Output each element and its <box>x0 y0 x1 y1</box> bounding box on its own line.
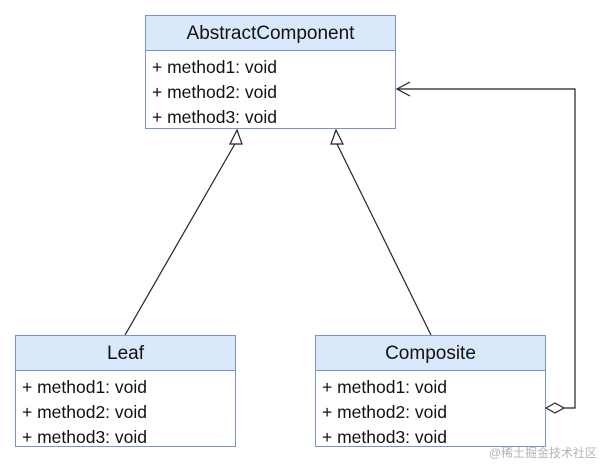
composite-class: Composite + method1: void + method2: voi… <box>315 335 546 447</box>
abstract-component-members: + method1: void + method2: void + method… <box>146 51 395 130</box>
leaf-generalization-arrowhead <box>229 128 243 145</box>
leaf-generalization-line <box>124 141 237 336</box>
leaf-method1: + method1: void <box>22 377 148 397</box>
watermark: @稀土掘金技术社区 <box>488 446 597 460</box>
abstract-component-method3: + method3: void <box>152 107 278 127</box>
composite-method2: + method2: void <box>322 402 448 422</box>
abstract-component-method1: + method1: void <box>152 57 278 77</box>
composite-method1: + method1: void <box>322 377 448 397</box>
aggregation-line <box>397 88 576 409</box>
composite-members: + method1: void + method2: void + method… <box>316 371 545 450</box>
aggregation-open-arrowhead <box>395 81 411 97</box>
leaf-method2: + method2: void <box>22 402 148 422</box>
composite-class-name: Composite <box>316 336 545 371</box>
leaf-class-name: Leaf <box>16 336 235 371</box>
composite-generalization-line <box>335 141 432 336</box>
leaf-method3: + method3: void <box>22 427 148 447</box>
composite-generalization-arrowhead <box>330 128 344 145</box>
leaf-members: + method1: void + method2: void + method… <box>16 371 235 450</box>
abstract-component-method2: + method2: void <box>152 82 278 102</box>
leaf-class: Leaf + method1: void + method2: void + m… <box>15 335 236 447</box>
composite-method3: + method3: void <box>322 427 448 447</box>
abstract-component-class-name: AbstractComponent <box>146 16 395 51</box>
aggregation-diamond <box>544 402 566 414</box>
abstract-component-class: AbstractComponent + method1: void + meth… <box>145 15 396 129</box>
